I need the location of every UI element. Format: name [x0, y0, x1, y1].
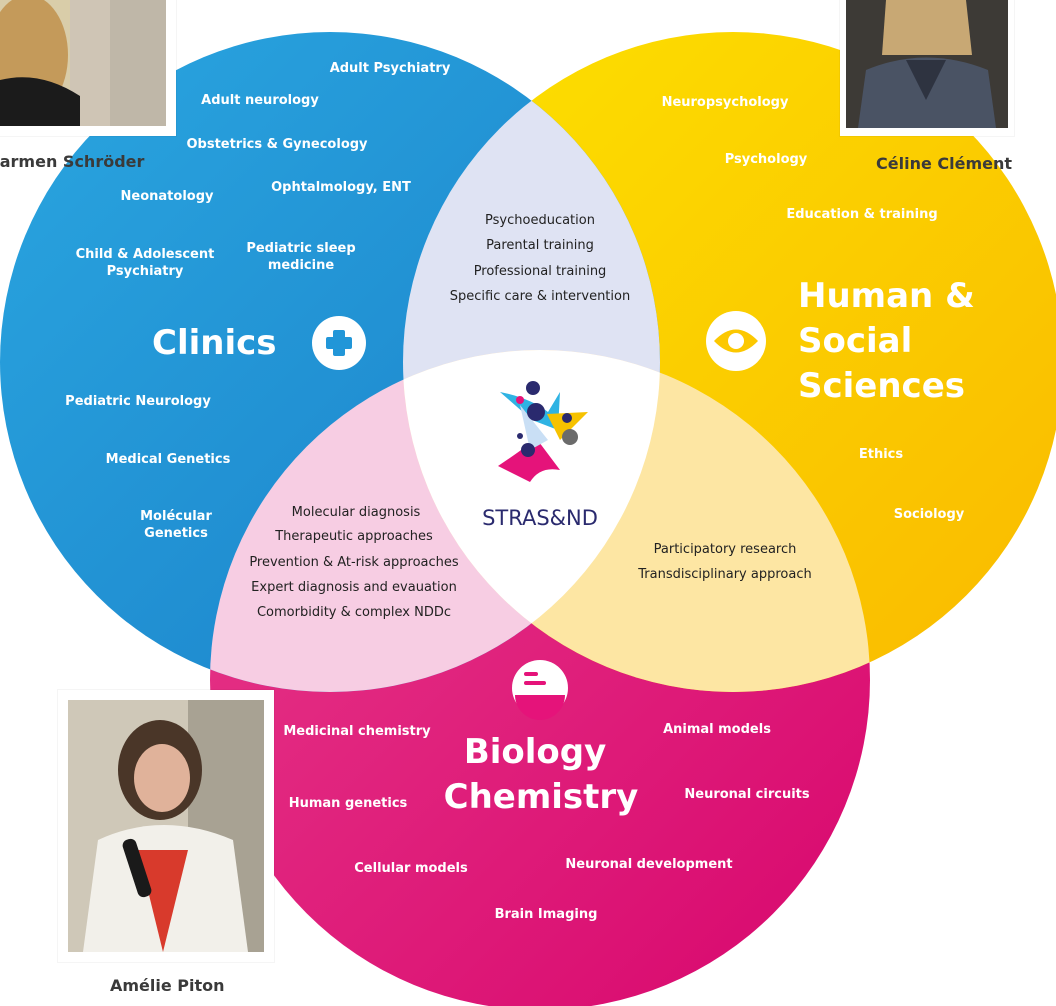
- logo-dot: [521, 443, 535, 457]
- clinics-specialty: Adult neurology: [201, 93, 319, 108]
- overlap-item: Transdisciplinary approach: [637, 567, 811, 582]
- name-amelie: Amélie Piton: [110, 976, 225, 995]
- overlap-item: Comorbidity & complex NDDc: [257, 605, 451, 620]
- overlap-item: Therapeutic approaches: [274, 529, 433, 544]
- logo-dot: [527, 403, 545, 421]
- clinics-specialty: Ophtalmology, ENT: [271, 180, 411, 195]
- overlap-hss-biology-items: Participatory research Transdisciplinary…: [637, 542, 811, 582]
- portrait-image: [846, 0, 1008, 128]
- clinics-specialty-line: Medical Genetics: [106, 452, 231, 467]
- overlap-item: Prevention & At-risk approaches: [249, 555, 459, 570]
- clinics-specialty-line: Obstetrics & Gynecology: [186, 137, 368, 152]
- logo-text: STRAS&ND: [482, 506, 598, 530]
- clinics-specialty-line: Molécular: [140, 509, 212, 524]
- overlap-item: Specific care & intervention: [450, 289, 630, 304]
- flask-icon: [512, 660, 568, 720]
- clinics-specialties: Adult Psychiatry Adult neurology Obstetr…: [65, 61, 451, 541]
- hss-title-line: Sciences: [798, 366, 965, 406]
- overlap-item: Professional training: [474, 264, 607, 279]
- biology-title: Biology Chemistry: [444, 732, 639, 817]
- logo-shape-lightblue: [520, 405, 548, 450]
- hss-specialty: Education & training: [786, 207, 937, 222]
- clinics-specialty: Medical Genetics: [106, 452, 231, 467]
- clinics-specialty-line: Genetics: [144, 526, 208, 541]
- hss-specialty: Sociology: [894, 507, 965, 522]
- overlap-item: Psychoeducation: [485, 213, 595, 228]
- biology-specialty: Neuronal development: [565, 857, 732, 872]
- biology-specialty: Animal models: [663, 722, 771, 737]
- hss-title-line: Social: [798, 321, 912, 361]
- logo-shape-yellow: [547, 412, 588, 440]
- clinics-specialty-line: Ophtalmology, ENT: [271, 180, 411, 195]
- clinics-specialty-line: medicine: [268, 258, 335, 273]
- overlap-clinics-biology-items: Molecular diagnosis Therapeutic approach…: [249, 505, 459, 620]
- portrait-image: [68, 700, 264, 952]
- clinics-specialty-line: Psychiatry: [107, 264, 184, 279]
- hss-specialties: Neuropsychology Psychology Education & t…: [662, 95, 965, 522]
- clinics-specialty-line: Adult neurology: [201, 93, 319, 108]
- name-celine: Céline Clément: [876, 154, 1013, 173]
- logo-dot: [517, 433, 523, 439]
- overlap-item: Molecular diagnosis: [292, 505, 421, 520]
- biology-specialty: Human genetics: [289, 796, 408, 811]
- biology-title-line: Biology: [464, 732, 606, 772]
- overlap-item: Parental training: [486, 238, 594, 253]
- portrait-image: [0, 0, 166, 126]
- clinics-specialty: Adult Psychiatry: [330, 61, 451, 76]
- logo-dot: [562, 429, 578, 445]
- eye-icon: [706, 311, 766, 371]
- overlap-item: Expert diagnosis and evauation: [251, 580, 457, 595]
- logo-dot: [562, 413, 572, 423]
- overlap-clinics-hss-items: Psychoeducation Parental training Profes…: [450, 213, 630, 304]
- logo-dot: [526, 381, 540, 395]
- clinics-specialty-line: Pediatric sleep: [246, 241, 355, 256]
- biology-specialties: Medicinal chemistry Animal models Human …: [283, 722, 810, 922]
- clinics-specialty: Obstetrics & Gynecology: [186, 137, 368, 152]
- logo-shape-pink: [498, 438, 560, 482]
- clinics-title: Clinics: [152, 323, 277, 363]
- clinics-specialty: Neonatology: [121, 189, 214, 204]
- hss-specialty: Psychology: [725, 152, 808, 167]
- name-carmen: Carmen Schröder: [0, 152, 145, 171]
- strasnd-logo: STRAS&ND: [482, 381, 598, 530]
- clinics-specialty: Pediatric sleep medicine: [246, 241, 355, 273]
- photo-carmen: [0, 0, 176, 136]
- hss-specialty: Neuropsychology: [662, 95, 789, 110]
- biology-specialty: Brain Imaging: [495, 907, 598, 922]
- biology-specialty: Cellular models: [354, 861, 468, 876]
- clinics-specialty-line: Adult Psychiatry: [330, 61, 451, 76]
- clinics-specialty-line: Neonatology: [121, 189, 214, 204]
- biology-specialty: Neuronal circuits: [684, 787, 810, 802]
- clinics-specialty: Pediatric Neurology: [65, 394, 211, 409]
- biology-specialty: Medicinal chemistry: [283, 724, 431, 739]
- biology-title-line: Chemistry: [444, 777, 639, 817]
- hss-specialty: Ethics: [859, 447, 904, 462]
- clinics-specialty-line: Pediatric Neurology: [65, 394, 211, 409]
- logo-dot: [516, 396, 524, 404]
- photo-celine: [840, 0, 1014, 136]
- hss-title-line: Human &: [798, 276, 975, 316]
- photo-amelie: [58, 690, 274, 962]
- hss-title: Human & Social Sciences: [798, 276, 987, 406]
- plus-icon: [312, 316, 366, 370]
- overlap-item: Participatory research: [654, 542, 797, 557]
- clinics-specialty-line: Child & Adolescent: [76, 247, 215, 262]
